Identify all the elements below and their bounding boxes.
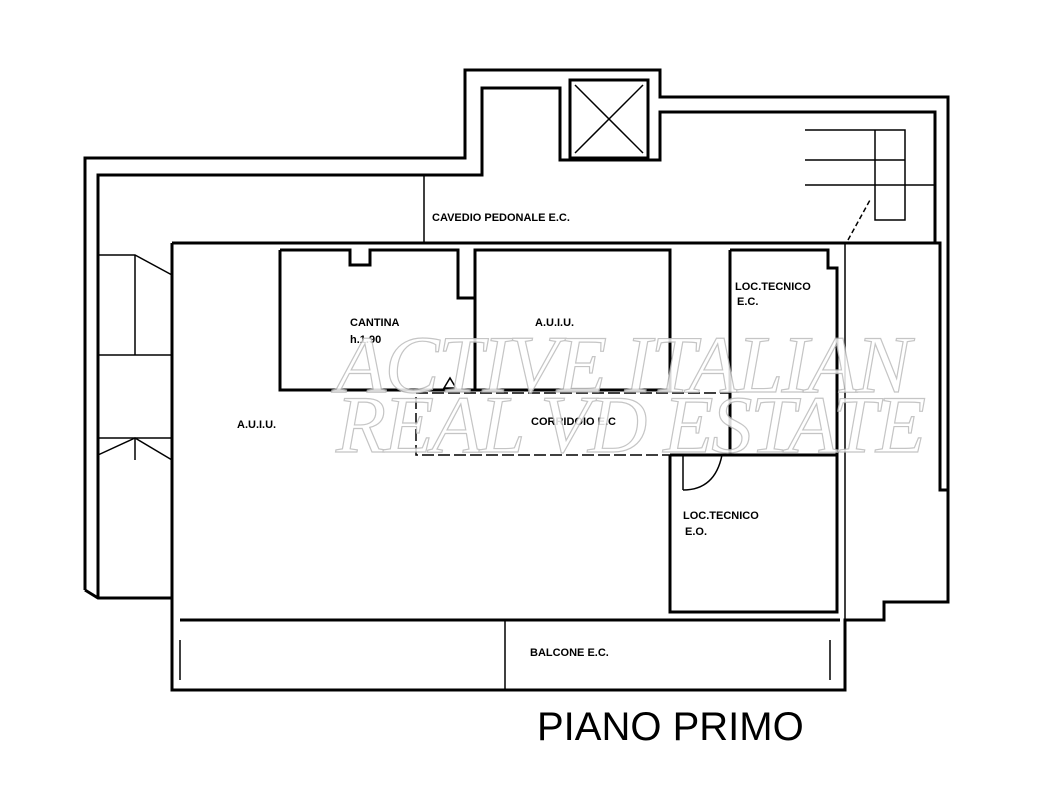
label-loc-tecnico-eo-sub: E.O. bbox=[685, 526, 707, 538]
label-loc-tecnico-ec: LOC.TECNICO bbox=[735, 281, 811, 293]
corridoio-wall bbox=[415, 392, 731, 456]
label-auiu-main: A.U.I.U. bbox=[237, 419, 276, 431]
elevator-shaft bbox=[568, 78, 650, 160]
main-building-wall bbox=[170, 241, 950, 692]
cantina-wall bbox=[278, 248, 477, 392]
label-loc-tecnico-ec-sub: E.C. bbox=[737, 296, 758, 308]
loc-tecnico-eo-wall bbox=[668, 453, 839, 614]
left-wall bbox=[84, 588, 172, 600]
label-auiu-center: A.U.I.U. bbox=[535, 317, 574, 329]
label-balcone: BALCONE E.C. bbox=[530, 647, 609, 659]
outer-wall bbox=[83, 68, 950, 590]
label-cantina: CANTINA bbox=[350, 317, 400, 329]
inner-corridor-wall bbox=[96, 86, 937, 598]
door-swing bbox=[682, 454, 723, 491]
plan-title: PIANO PRIMO bbox=[537, 705, 804, 749]
watermark-line1: ACTIVE ITALIAN bbox=[331, 319, 915, 410]
arrow-marker bbox=[442, 376, 458, 389]
label-cavedio: CAVEDIO PEDONALE E.C. bbox=[432, 212, 570, 224]
elevator-cross bbox=[574, 84, 644, 154]
label-cantina-height: h.1.90 bbox=[350, 334, 381, 346]
label-corridoio: CORRIDOIO E.C bbox=[531, 416, 616, 428]
door-swing bbox=[847, 199, 871, 241]
stairs-right bbox=[805, 129, 906, 221]
watermark-line2: REAL VD ESTATE bbox=[335, 379, 926, 470]
label-loc-tecnico-eo: LOC.TECNICO bbox=[683, 510, 759, 522]
auiu-center-wall bbox=[473, 248, 672, 392]
